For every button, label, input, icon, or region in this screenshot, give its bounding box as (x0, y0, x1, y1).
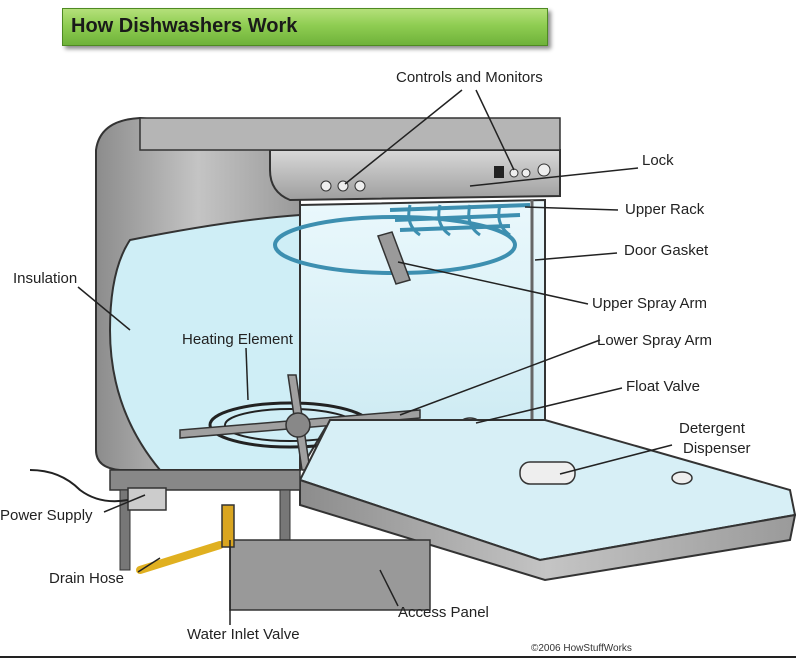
diagram-title: How Dishwashers Work (71, 15, 298, 37)
control-panel-top (139, 117, 561, 151)
label-upper-spray-arm: Upper Spray Arm (592, 295, 708, 312)
display-window (494, 166, 504, 178)
label-upper-rack: Upper Rack (625, 201, 705, 218)
label-access-panel: Access Panel (398, 604, 489, 621)
label-drain-hose: Drain Hose (49, 570, 125, 587)
control-knob (354, 180, 366, 192)
copyright-text: ©2006 HowStuffWorks (531, 643, 632, 654)
label-detergent-dispenser-line2: Dispenser (683, 440, 751, 457)
label-power-supply: Power Supply (0, 507, 93, 524)
label-insulation: Insulation (13, 270, 78, 287)
label-heating-element: Heating Element (182, 331, 293, 348)
label-water-inlet-valve: Water Inlet Valve (187, 626, 300, 643)
upper-spray-arm (377, 231, 411, 285)
control-button (521, 168, 531, 178)
base (109, 469, 301, 491)
detergent-dispenser (519, 461, 576, 485)
label-controls-and-monitors: Controls and Monitors (396, 69, 543, 86)
control-knob (320, 180, 332, 192)
control-button (537, 163, 551, 177)
water-inlet-valve (221, 504, 235, 548)
control-button (509, 168, 519, 178)
label-lock: Lock (642, 152, 674, 169)
title-bar: How Dishwashers Work (62, 8, 548, 46)
power-cord (29, 469, 129, 503)
label-lower-spray-arm: Lower Spray Arm (597, 332, 713, 349)
drain-hose (136, 541, 224, 574)
label-door-gasket: Door Gasket (624, 242, 709, 259)
label-detergent-dispenser-line1: Detergent (679, 420, 745, 437)
bottom-divider (0, 656, 796, 658)
label-float-valve: Float Valve (626, 378, 700, 395)
power-supply-box (127, 487, 167, 511)
